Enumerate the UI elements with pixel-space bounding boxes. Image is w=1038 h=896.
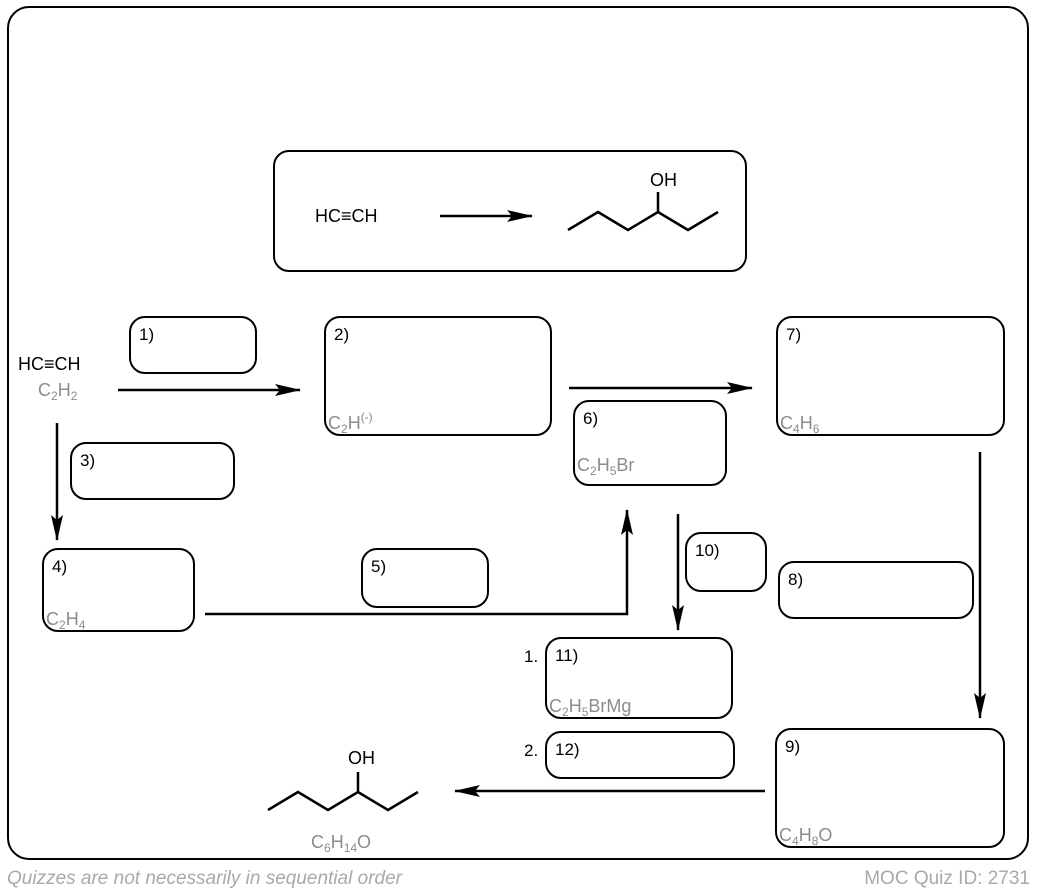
box-number: 1) — [139, 325, 155, 344]
box-number: 5) — [371, 557, 387, 576]
box-formula: C2H(-) — [328, 410, 373, 436]
footer-note: Quizzes are not necessarily in sequentia… — [7, 868, 402, 889]
answer-box-8[interactable]: 8) — [778, 561, 974, 619]
start-formula: C2H2 — [38, 380, 78, 403]
outer-frame — [7, 6, 1029, 860]
answer-box-1[interactable]: 1) — [129, 316, 257, 374]
box-number: 9) — [785, 737, 801, 756]
box-formula: C2H4 — [46, 609, 86, 632]
box-number: 8) — [788, 570, 804, 589]
step-prefix-1: 1. — [524, 647, 539, 666]
answer-box-6[interactable]: 6) C2H5Br — [573, 400, 727, 486]
step-prefix-2: 2. — [524, 741, 539, 760]
answer-box-12[interactable]: 12) — [545, 731, 735, 779]
overview-box — [273, 150, 747, 272]
answer-box-2[interactable]: 2) C2H(-) — [324, 316, 552, 436]
answer-box-4[interactable]: 4) C2H4 — [42, 548, 195, 632]
box-number: 11) — [555, 646, 579, 665]
product-formula: C6H14O — [311, 832, 372, 855]
box-number: 3) — [80, 451, 96, 470]
answer-box-5[interactable]: 5) — [361, 548, 489, 608]
box-number: 2) — [334, 325, 350, 344]
box-formula: C2H5BrMg — [549, 696, 632, 719]
answer-box-11[interactable]: 11) C2H5BrMg — [545, 637, 733, 719]
product-oh-label: OH — [348, 748, 375, 768]
box-number: 4) — [52, 557, 68, 576]
box-formula: C4H6 — [780, 413, 820, 436]
overview-start-material: HC≡CH — [315, 206, 378, 226]
answer-box-9[interactable]: 9) C4H8O — [775, 728, 1005, 848]
box-formula: C2H5Br — [577, 455, 635, 478]
box-number: 6) — [583, 409, 599, 428]
box-formula: C4H8O — [779, 825, 833, 848]
arrow-4-to-6 — [205, 509, 633, 616]
box-number: 12) — [555, 740, 580, 759]
answer-box-3[interactable]: 3) — [70, 442, 235, 500]
answer-box-10[interactable]: 10) — [685, 532, 767, 592]
overview-product-oh-label: OH — [650, 170, 677, 190]
quiz-id: MOC Quiz ID: 2731 — [864, 868, 1030, 889]
box-number: 10) — [695, 541, 720, 560]
box-number: 7) — [786, 325, 802, 344]
start-structure: HC≡CH — [18, 354, 81, 374]
answer-box-7[interactable]: 7) C4H6 — [776, 316, 1005, 436]
product-skeleton — [267, 790, 419, 812]
overview-product-skeleton — [567, 210, 719, 232]
